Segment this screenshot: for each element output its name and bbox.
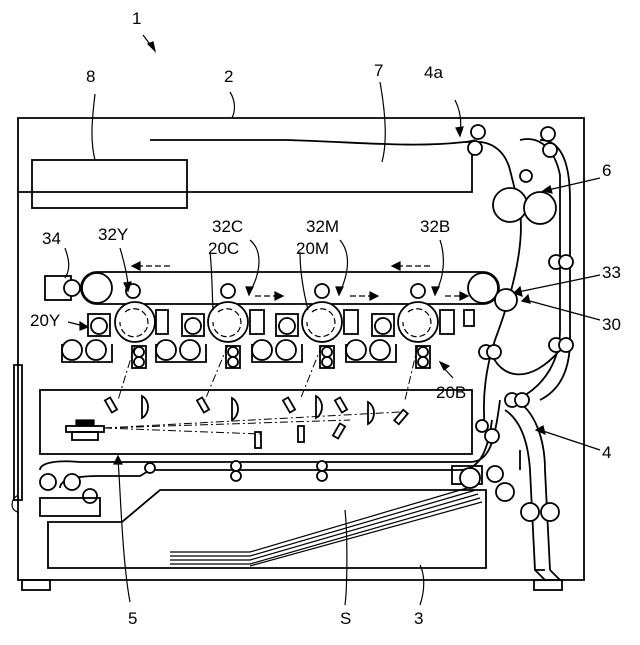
label-7: 7 bbox=[374, 61, 383, 80]
label-20C: 20C bbox=[208, 239, 239, 258]
paper-stack bbox=[170, 486, 482, 566]
operation-panel bbox=[32, 160, 187, 208]
label-32B: 32B bbox=[420, 217, 450, 236]
label-20B: 20B bbox=[436, 383, 466, 402]
label-8: 8 bbox=[86, 67, 95, 86]
label-4: 4 bbox=[602, 443, 611, 462]
left-foot bbox=[22, 580, 50, 590]
label-1: 1 bbox=[132, 9, 141, 28]
label-6: 6 bbox=[602, 161, 611, 180]
belt-roller-right bbox=[468, 273, 498, 303]
label-34: 34 bbox=[42, 229, 61, 248]
output-tray bbox=[18, 140, 472, 192]
label-30: 30 bbox=[602, 315, 621, 334]
label-20M: 20M bbox=[296, 239, 329, 258]
label-4a: 4a bbox=[424, 63, 443, 82]
image-unit-yellow bbox=[62, 284, 168, 368]
belt-drive-roller-left bbox=[82, 273, 112, 303]
label-32M: 32M bbox=[306, 217, 339, 236]
fuser-roller-b bbox=[524, 192, 556, 224]
label-20Y: 20Y bbox=[30, 311, 60, 330]
label-3: 3 bbox=[414, 609, 423, 628]
right-foot bbox=[534, 580, 562, 590]
label-32Y: 32Y bbox=[98, 225, 128, 244]
polygon-mirror bbox=[66, 420, 104, 440]
secondary-transfer-roller bbox=[495, 289, 517, 311]
fuser-roller-a bbox=[493, 188, 527, 222]
label-5: 5 bbox=[128, 609, 137, 628]
label-32C: 32C bbox=[212, 217, 243, 236]
image-unit-cyan bbox=[156, 284, 264, 368]
label-2: 2 bbox=[224, 67, 233, 86]
label-33: 33 bbox=[602, 263, 621, 282]
label-S: S bbox=[340, 609, 351, 628]
